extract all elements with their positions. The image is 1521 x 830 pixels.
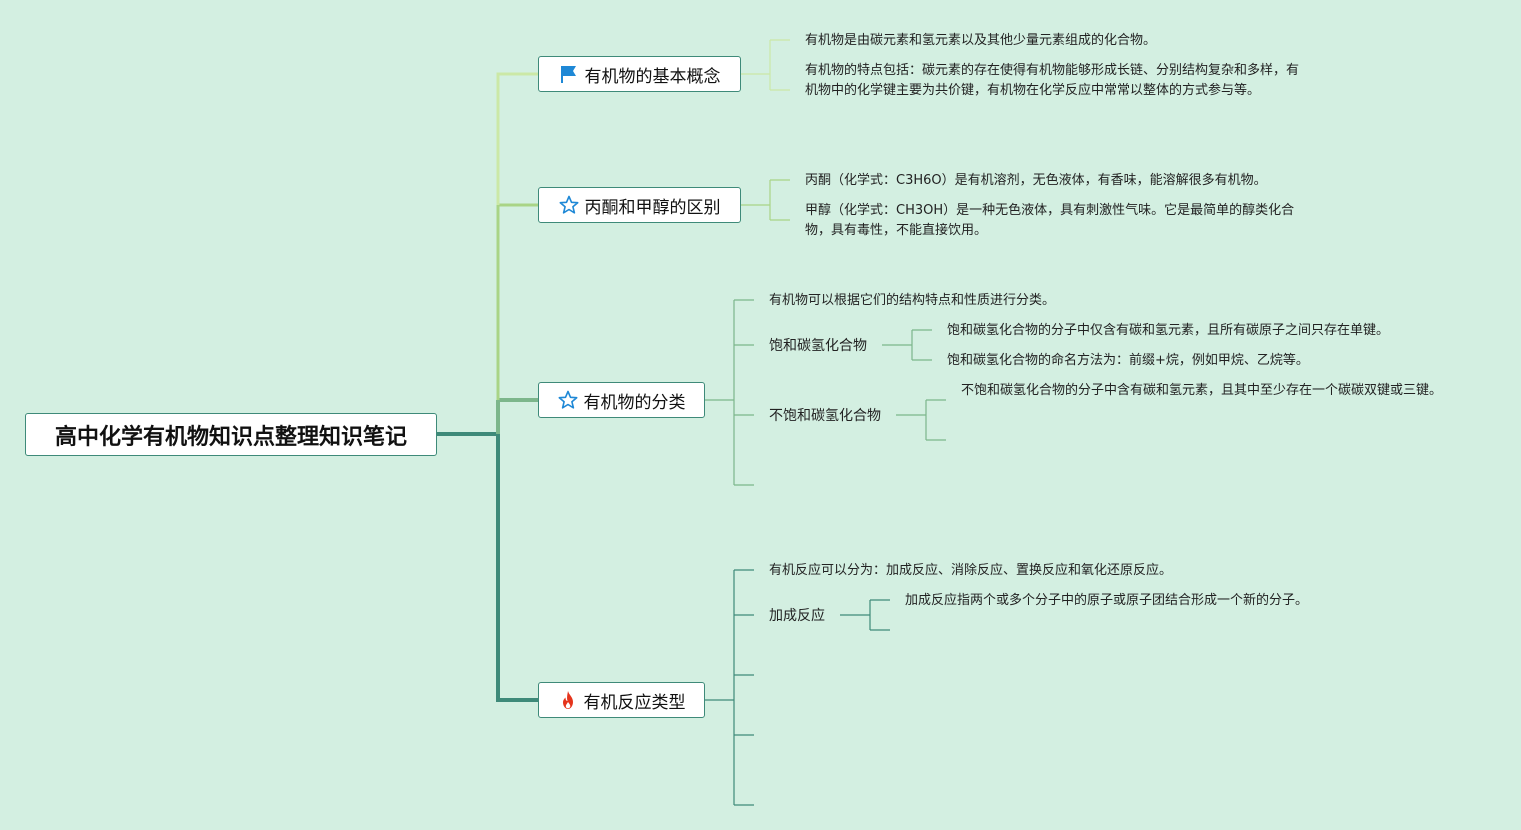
topic-basic-concepts[interactable]: 有机物的基本概念 [538, 56, 741, 92]
note-reaction-intro: 有机反应可以分为：加成反应、消除反应、置换反应和氧化还原反应。 [769, 563, 1173, 578]
topic-label: 丙酮和甲醇的区别 [584, 197, 721, 218]
root-topic[interactable]: 高中化学有机物知识点整理知识笔记 [25, 413, 437, 456]
flag-icon [559, 64, 579, 84]
topic-acetone-vs-methanol[interactable]: 丙酮和甲醇的区别 [538, 187, 741, 223]
subtopic-saturated[interactable]: 饱和碳氢化合物 [769, 338, 867, 354]
fire-icon [558, 690, 578, 710]
note-methanol: 甲醇（化学式：CH3OH）是一种无色液体，具有刺激性气味。它是最简单的醇类化合物… [805, 203, 1295, 238]
topic-classification[interactable]: 有机物的分类 [538, 382, 705, 418]
topic-label: 有机反应类型 [583, 692, 686, 713]
note-acetone: 丙酮（化学式：C3H6O）是有机溶剂，无色液体，有香味，能溶解很多有机物。 [805, 173, 1267, 188]
note-unsaturated-1: 不饱和碳氢化合物的分子中含有碳和氢元素，且其中至少存在一个碳碳双键或三键。 [961, 383, 1443, 398]
subtopic-addition-reaction[interactable]: 加成反应 [769, 608, 825, 624]
note-addition-reaction: 加成反应指两个或多个分子中的原子或原子团结合形成一个新的分子。 [905, 593, 1309, 608]
star-icon [558, 390, 578, 410]
star-icon [559, 195, 579, 215]
note-saturated-2: 饱和碳氢化合物的命名方法为：前缀+烷，例如甲烷、乙烷等。 [947, 353, 1309, 368]
note-basic-concept-2: 有机物的特点包括：碳元素的存在使得有机物能够形成长链、分别结构复杂和多样，有机物… [805, 63, 1300, 98]
note-classification-intro: 有机物可以根据它们的结构特点和性质进行分类。 [769, 293, 1056, 308]
note-basic-concept-1: 有机物是由碳元素和氢元素以及其他少量元素组成的化合物。 [805, 33, 1157, 48]
note-saturated-1: 饱和碳氢化合物的分子中仅含有碳和氢元素，且所有碳原子之间只存在单键。 [947, 323, 1390, 338]
topic-label: 有机物的基本概念 [584, 66, 721, 87]
topic-reaction-types[interactable]: 有机反应类型 [538, 682, 705, 718]
topic-label: 有机物的分类 [583, 392, 686, 413]
subtopic-unsaturated[interactable]: 不饱和碳氢化合物 [769, 408, 881, 424]
